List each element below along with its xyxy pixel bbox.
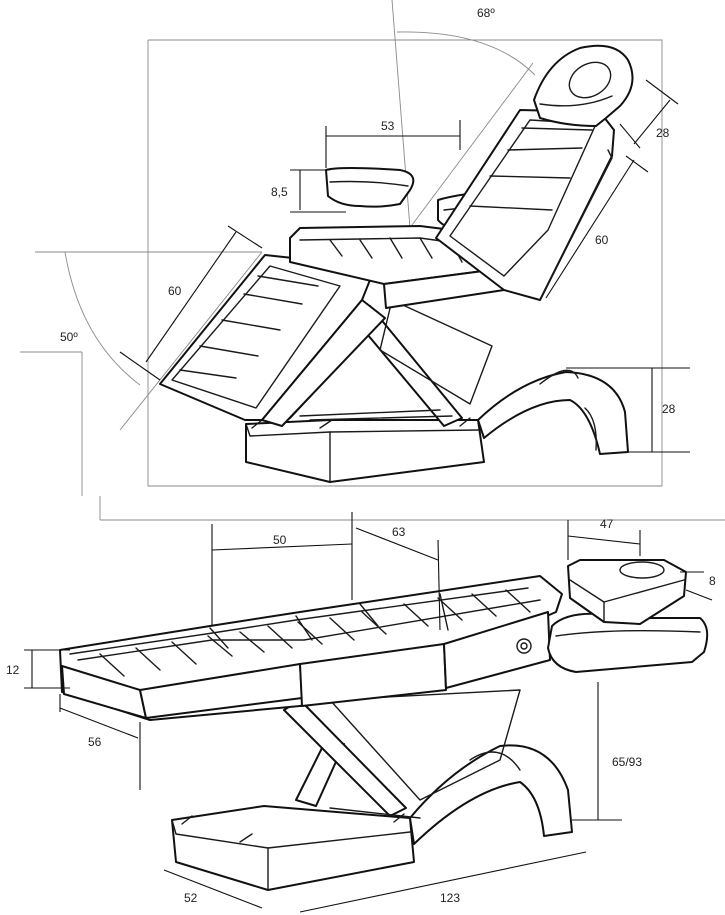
label-seat-height-range: 65/93 — [612, 755, 642, 769]
label-headrest-depth: 47 — [600, 517, 614, 531]
label-angle-back: 68º — [477, 6, 495, 20]
flat-lift-mechanism — [283, 689, 521, 819]
label-total-length: 123 — [440, 891, 460, 905]
reclined-chair-view — [20, 0, 725, 521]
bottom-dimensions — [24, 512, 713, 913]
leg-rest — [159, 254, 386, 427]
top-dimensions — [119, 79, 690, 453]
label-cushion-thickness: 12 — [6, 663, 20, 677]
flat-chair-view — [59, 559, 709, 891]
flat-headrest — [567, 559, 687, 625]
guide-lines — [20, 0, 725, 521]
headrest — [533, 44, 634, 127]
label-section-b: 63 — [392, 525, 406, 539]
label-armrest-height: 8,5 — [271, 185, 288, 199]
label-angle-leg: 50º — [60, 330, 78, 344]
label-armrest-width: 53 — [381, 119, 395, 133]
dimension-labels: 68º 53 28 8,5 60 60 50º 28 50 63 47 8 12… — [6, 6, 716, 905]
flat-armrest — [547, 612, 709, 673]
label-backrest-length: 60 — [595, 233, 609, 247]
label-base-height: 28 — [662, 402, 676, 416]
label-headrest-length: 28 — [656, 126, 670, 140]
label-base-width: 52 — [184, 891, 198, 905]
label-headrest-height: 8 — [709, 574, 716, 588]
flat-cushions — [59, 575, 563, 721]
label-legrest-length: 60 — [168, 284, 182, 298]
label-foot-section: 56 — [88, 735, 102, 749]
backrest — [435, 109, 615, 301]
label-section-a: 50 — [273, 533, 287, 547]
flat-chair-base — [171, 744, 573, 891]
